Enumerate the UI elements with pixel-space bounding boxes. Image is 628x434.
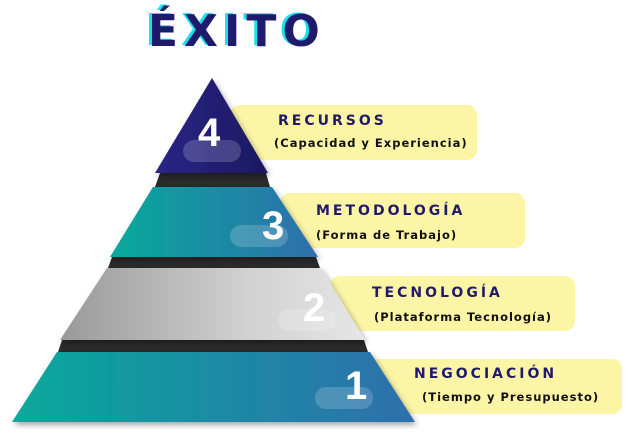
level-2-number: 2: [303, 286, 326, 330]
level-4-subtitle: (Capacidad y Experiencia): [274, 136, 468, 150]
highlight-pill: [230, 225, 288, 247]
tier-2: [60, 268, 365, 340]
highlight-pill: [278, 309, 336, 331]
level-3-heading: METODOLOGÍA: [316, 203, 466, 219]
level-3-subtitle: (Forma de Trabajo): [316, 228, 458, 242]
level-3-number: 3: [262, 204, 285, 248]
label-box-4: RECURSOS (Capacidad y Experiencia): [230, 105, 477, 160]
tier-3: [110, 187, 318, 257]
label-box-3: METODOLOGÍA (Forma de Trabajo): [280, 193, 525, 248]
highlight-pill: [183, 140, 241, 162]
label-box-2: TECNOLOGÍA (Plataforma Tecnología): [330, 276, 575, 331]
page-title: ÉXITO: [148, 6, 326, 57]
level-1-heading: NEGOCIACIÓN: [414, 366, 558, 382]
level-2-heading: TECNOLOGÍA: [372, 285, 503, 301]
level-1-subtitle: (Tiempo y Presupuesto): [422, 390, 600, 404]
level-2-subtitle: (Plataforma Tecnología): [374, 310, 553, 324]
band-dark: [155, 173, 270, 187]
level-1-number: 1: [345, 364, 368, 408]
tier-1: [12, 352, 415, 422]
band-dark: [58, 340, 368, 352]
band-dark: [108, 257, 320, 268]
highlight-pill: [315, 387, 373, 409]
level-4-heading: RECURSOS: [278, 113, 387, 129]
tier-4: [155, 78, 268, 173]
level-4-number: 4: [198, 111, 221, 155]
